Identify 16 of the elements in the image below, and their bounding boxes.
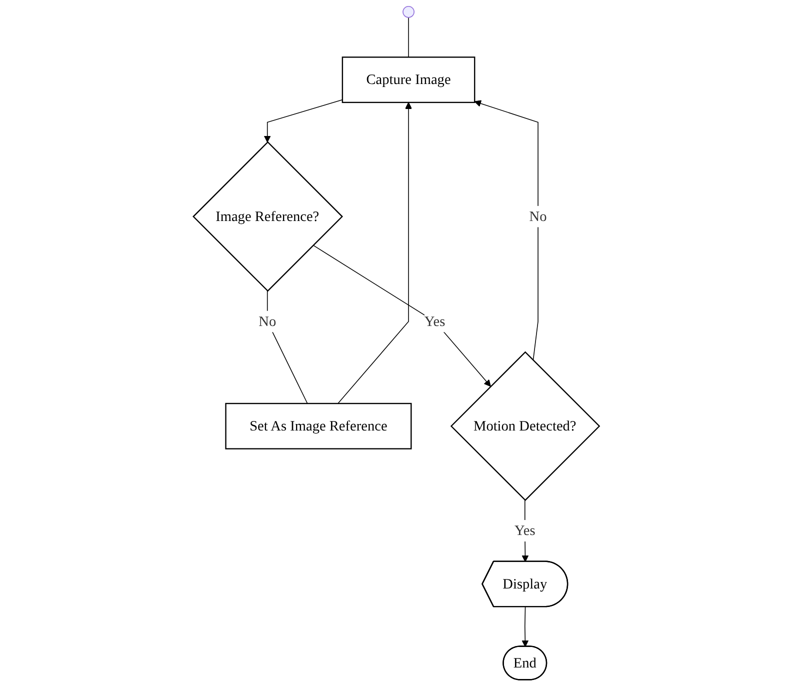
node-diamond: Motion Detected? [450, 351, 600, 502]
connector [267, 290, 308, 404]
arrow [338, 102, 412, 404]
edge-label: No [258, 313, 276, 330]
edge-label: No [529, 208, 547, 224]
node-box: Set As Image Reference [225, 402, 412, 450]
connector [408, 17, 410, 58]
arrow [264, 99, 343, 142]
node-circle [402, 6, 415, 18]
node-box: Capture Image [342, 56, 476, 104]
edge-label: Yes [424, 313, 446, 330]
edge-label: Yes [514, 522, 536, 538]
node-diamond: Image Reference? [192, 141, 344, 292]
arrow [474, 100, 539, 361]
arrow [522, 606, 529, 647]
arrow [312, 244, 492, 387]
